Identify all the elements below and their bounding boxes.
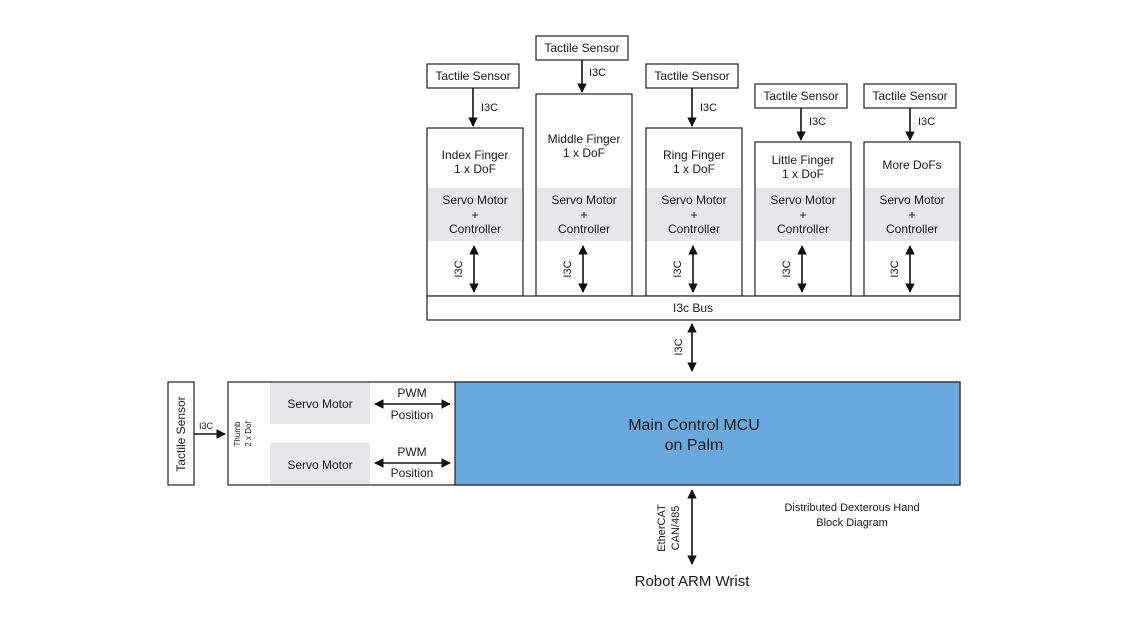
svg-text:Servo Motor: Servo Motor: [287, 458, 352, 472]
svg-text:I3C: I3C: [781, 260, 793, 277]
svg-text:More DoFs: More DoFs: [882, 158, 941, 172]
svg-text:Tactile Sensor: Tactile Sensor: [872, 89, 947, 103]
thumb-sensor-link: I3C: [194, 421, 226, 439]
svg-text:I3C: I3C: [199, 421, 214, 431]
svg-text:Tactile Sensor: Tactile Sensor: [763, 89, 838, 103]
svg-text:EtherCAT: EtherCAT: [656, 504, 668, 552]
svg-text:Position: Position: [391, 466, 434, 480]
finger-module-ring: Ring Finger 1 x DoF Servo Motor + Contro…: [645, 127, 743, 297]
thumb-servo-motor-2: Servo Motor: [270, 443, 370, 484]
svg-text:Controller: Controller: [449, 222, 501, 236]
svg-text:Controller: Controller: [886, 222, 938, 236]
svg-text:I3C: I3C: [700, 102, 717, 114]
svg-text:Block Diagram: Block Diagram: [816, 517, 888, 529]
svg-text:+: +: [471, 208, 478, 222]
svg-text:Controller: Controller: [668, 222, 720, 236]
sensor-link-middle: I3C: [577, 60, 606, 93]
svg-text:+: +: [908, 208, 915, 222]
svg-text:I3c Bus: I3c Bus: [673, 301, 713, 315]
i3c-bus: I3c Bus: [426, 295, 961, 321]
svg-text:Tactile Sensor: Tactile Sensor: [435, 69, 510, 83]
svg-text:Servo Motor: Servo Motor: [879, 193, 944, 207]
tactile-sensor-more: Tactile Sensor: [863, 83, 957, 109]
thumb-label: Thumb 2 x Dof: [233, 421, 253, 447]
finger-module-middle: Middle Finger 1 x DoF Servo Motor + Cont…: [535, 93, 633, 297]
bus-mcu-link: I3C: [673, 323, 697, 372]
svg-text:Servo Motor: Servo Motor: [442, 193, 507, 207]
svg-text:1 x DoF: 1 x DoF: [673, 162, 715, 176]
diagram-caption: Distributed Dexterous Hand Block Diagram: [784, 502, 919, 529]
thumb-servo-motor-1: Servo Motor: [270, 383, 370, 424]
main-control-mcu: Main Control MCU on Palm: [454, 381, 961, 486]
svg-text:I3C: I3C: [918, 116, 935, 128]
svg-text:Thumb: Thumb: [233, 421, 242, 446]
pwm-position-link-2: PWM Position: [374, 445, 451, 480]
svg-text:Servo Motor: Servo Motor: [551, 193, 616, 207]
svg-text:I3C: I3C: [589, 67, 606, 79]
finger-module-index: Index Finger 1 x DoF Servo Motor + Contr…: [426, 127, 524, 297]
svg-text:+: +: [690, 208, 697, 222]
svg-text:Servo Motor: Servo Motor: [770, 193, 835, 207]
svg-text:1 x DoF: 1 x DoF: [563, 146, 605, 160]
svg-text:I3C: I3C: [562, 260, 574, 277]
svg-text:Index Finger: Index Finger: [442, 148, 509, 162]
robot-arm-wrist-label: Robot ARM Wrist: [635, 573, 751, 590]
svg-text:Tactile Sensor: Tactile Sensor: [544, 41, 619, 55]
tactile-sensor-middle: Tactile Sensor: [535, 35, 629, 61]
svg-text:Middle Finger: Middle Finger: [548, 132, 621, 146]
svg-text:PWM: PWM: [397, 445, 426, 459]
svg-text:2 x Dof: 2 x Dof: [244, 421, 253, 447]
sensor-link-index: I3C: [468, 88, 498, 127]
svg-text:Distributed Dexterous Hand: Distributed Dexterous Hand: [784, 502, 919, 514]
svg-text:I3C: I3C: [673, 338, 685, 355]
svg-text:I3C: I3C: [481, 102, 498, 114]
wrist-link: EtherCAT CAN/485: [656, 489, 697, 565]
sensor-link-more: I3C: [905, 108, 935, 141]
svg-text:Tactile Sensor: Tactile Sensor: [654, 69, 729, 83]
svg-text:Controller: Controller: [777, 222, 829, 236]
finger-module-little: Little Finger 1 x DoF Servo Motor + Cont…: [754, 141, 852, 297]
svg-text:Tactile Sensor: Tactile Sensor: [174, 396, 188, 471]
svg-text:Position: Position: [391, 408, 434, 422]
tactile-sensor-thumb: Tactile Sensor: [167, 381, 195, 486]
tactile-sensor-index: Tactile Sensor: [426, 63, 520, 89]
svg-text:I3C: I3C: [453, 260, 465, 277]
tactile-sensor-little: Tactile Sensor: [754, 83, 848, 109]
svg-text:I3C: I3C: [672, 260, 684, 277]
finger-module-more: More DoFs Servo Motor + Controller I3C: [863, 141, 961, 297]
svg-text:I3C: I3C: [889, 260, 901, 277]
tactile-sensor-ring: Tactile Sensor: [645, 63, 739, 89]
svg-text:CAN/485: CAN/485: [670, 506, 682, 551]
svg-text:PWM: PWM: [397, 386, 426, 400]
sensor-link-little: I3C: [796, 108, 826, 141]
svg-text:1 x DoF: 1 x DoF: [782, 167, 824, 181]
sensor-link-ring: I3C: [687, 88, 717, 127]
svg-text:Little Finger: Little Finger: [772, 153, 835, 167]
svg-text:Controller: Controller: [558, 222, 610, 236]
svg-text:I3C: I3C: [809, 116, 826, 128]
svg-text:Servo Motor: Servo Motor: [661, 193, 726, 207]
svg-text:Ring Finger: Ring Finger: [663, 148, 725, 162]
svg-text:1 x DoF: 1 x DoF: [454, 162, 496, 176]
svg-text:Main Control MCU: Main Control MCU: [628, 417, 760, 434]
svg-text:Servo Motor: Servo Motor: [287, 397, 352, 411]
pwm-position-link-1: PWM Position: [374, 386, 451, 422]
svg-text:+: +: [799, 208, 806, 222]
svg-text:on Palm: on Palm: [665, 437, 724, 454]
svg-text:+: +: [580, 208, 587, 222]
